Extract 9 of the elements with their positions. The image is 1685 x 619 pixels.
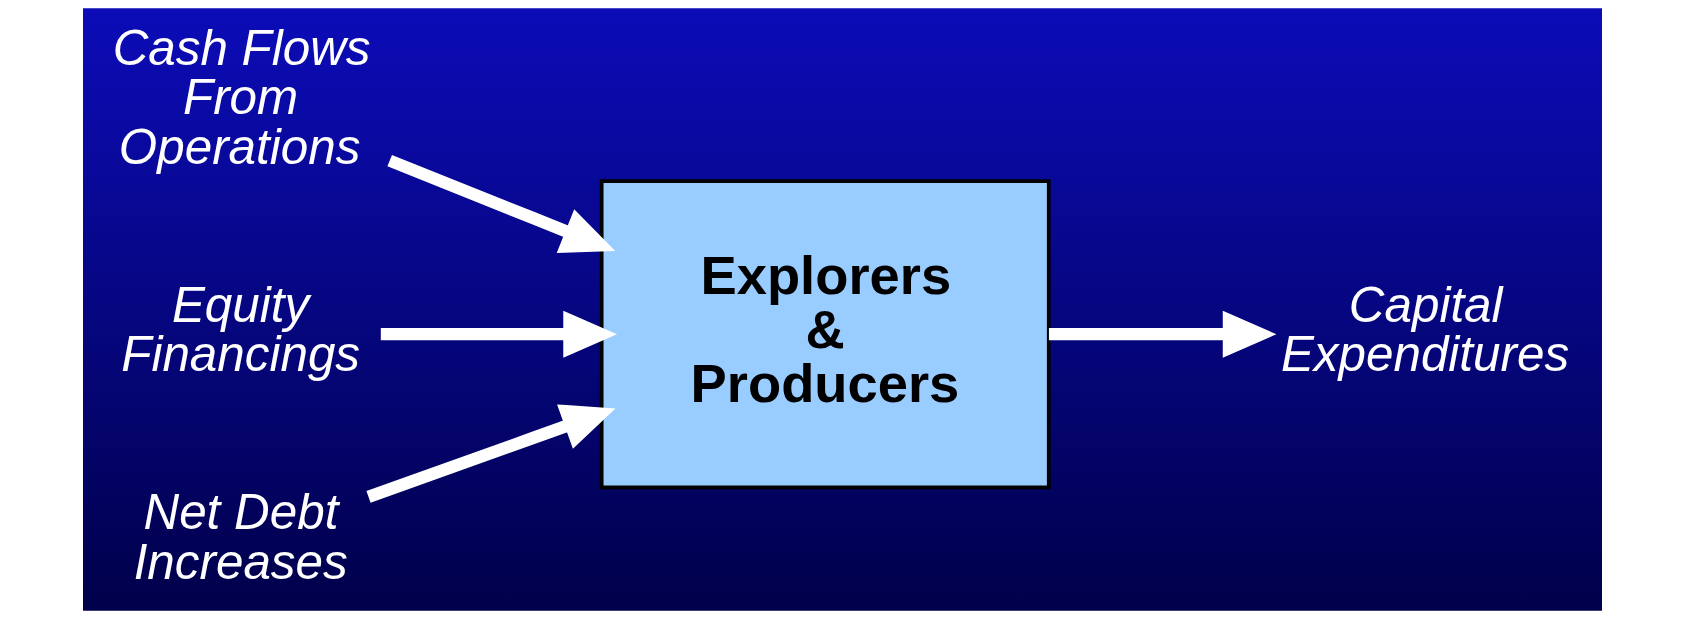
node-text: Cash Flows From Operations <box>112 19 371 174</box>
arrow <box>380 310 617 358</box>
node-text: Capital Expenditures <box>1280 276 1570 382</box>
node-box: Explorers & Producers <box>599 179 1051 490</box>
arrow <box>387 154 616 253</box>
arrow <box>1048 310 1277 358</box>
arrow <box>366 404 616 503</box>
node-text: Equity Financings <box>121 276 361 382</box>
node-text: Net Debt Increases <box>133 484 348 589</box>
